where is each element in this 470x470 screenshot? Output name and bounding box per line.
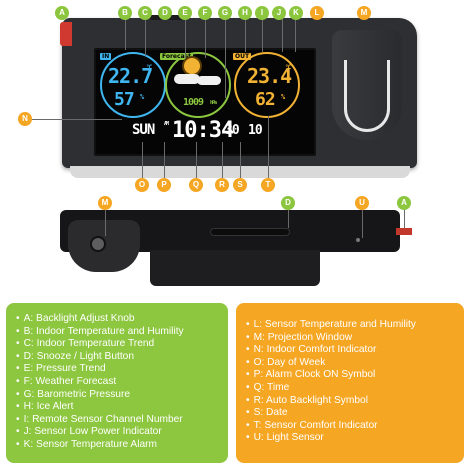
clock-seconds: 30 <box>225 123 240 138</box>
legend-item: R: Auto Backlight Symbol <box>246 395 454 408</box>
clock-time: 10:34 <box>172 118 234 143</box>
legend-item: Q: Time <box>246 382 454 395</box>
cloud-icon <box>197 76 221 85</box>
callout-line <box>145 18 146 56</box>
snooze-light-button-side[interactable] <box>210 228 290 236</box>
legend-item: E: Pressure Trend <box>16 363 218 376</box>
callout-a: A <box>55 6 69 20</box>
sensor-temperature: 23.4 <box>247 64 292 88</box>
callout-u: U <box>355 196 369 210</box>
callout-k: K <box>289 6 303 20</box>
legend-item: F: Weather Forecast <box>16 376 218 389</box>
callout-line <box>262 18 263 52</box>
indoor-tag: IN <box>100 53 112 60</box>
callout-g: G <box>218 6 232 20</box>
legend-item: C: Indoor Temperature Trend <box>16 338 218 351</box>
sun-icon <box>184 58 200 74</box>
callout-h: H <box>238 6 252 20</box>
pressure-unit: hPa <box>210 100 217 106</box>
legend-right: L: Sensor Temperature and Humility M: Pr… <box>236 303 464 463</box>
callout-d: D <box>158 6 172 20</box>
legend-item: I: Remote Sensor Channel Number <box>16 414 218 427</box>
callout-line <box>196 142 197 178</box>
callout-line <box>105 206 106 236</box>
callout-line <box>205 18 206 58</box>
callout-c: C <box>138 6 152 20</box>
light-sensor <box>356 238 360 242</box>
legend-item: J: Sensor Low Power Indicator <box>16 426 218 439</box>
callout-s: S <box>233 178 247 192</box>
indoor-temp-unit: °C <box>146 64 152 71</box>
callout-line <box>295 18 296 52</box>
callout-line <box>245 18 246 52</box>
callout-line <box>222 142 223 178</box>
callout-b: B <box>118 6 132 20</box>
callout-m: M <box>357 6 371 20</box>
legend-item: A: Backlight Adjust Knob <box>16 313 218 326</box>
projector-lens-icon <box>90 236 106 252</box>
cloud-icon <box>174 74 200 84</box>
callout-t: T <box>261 178 275 192</box>
legend-item: U: Light Sensor <box>246 432 454 445</box>
callout-line <box>362 206 363 238</box>
legend-item: M: Projection Window <box>246 332 454 345</box>
callout-j: J <box>272 6 286 20</box>
callout-line <box>164 142 165 178</box>
outdoor-ring <box>234 52 300 118</box>
sensor-humidity-unit: % <box>281 93 285 101</box>
legend-item: P: Alarm Clock ON Symbol <box>246 369 454 382</box>
legend-item: S: Date <box>246 407 454 420</box>
callout-n: N <box>18 112 32 126</box>
indoor-temperature: 22.7 <box>108 64 153 88</box>
callout-d-side: D <box>281 196 295 210</box>
sensor-humidity: 62 <box>255 89 276 110</box>
callout-line <box>225 18 226 98</box>
callout-a-side: A <box>397 196 411 210</box>
outdoor-tag: OUT <box>233 53 252 60</box>
sensor-temp-unit: °C <box>285 64 291 71</box>
legend-left: A: Backlight Adjust Knob B: Indoor Tempe… <box>6 303 228 463</box>
legend-item: B: Indoor Temperature and Humility <box>16 326 218 339</box>
callout-e: E <box>178 6 192 20</box>
clock-side-base <box>150 250 320 286</box>
callout-f: F <box>198 6 212 20</box>
callout-i: I <box>255 6 269 20</box>
forecast-tag: Forecast <box>160 53 194 60</box>
barometric-pressure: 1009 <box>183 97 204 108</box>
legend-item: D: Snooze / Light Button <box>16 351 218 364</box>
legend-item: T: Sensor Comfort Indicator <box>246 420 454 433</box>
callout-line <box>288 206 289 228</box>
callout-line <box>185 18 186 58</box>
callout-line <box>268 116 269 178</box>
legend-item: L: Sensor Temperature and Humility <box>246 319 454 332</box>
forecast-ring <box>165 52 231 118</box>
callout-line <box>142 142 143 178</box>
callout-q: Q <box>189 178 203 192</box>
calendar-date: 10 <box>248 123 263 138</box>
am-indicator: AM <box>164 121 169 127</box>
backlight-adjust-knob[interactable] <box>60 22 72 46</box>
callout-line <box>282 18 283 52</box>
callout-o: O <box>135 178 149 192</box>
callout-line <box>32 119 122 120</box>
legend-item: N: Indoor Comfort Indicator <box>246 344 454 357</box>
indoor-humidity-unit: % <box>140 93 144 101</box>
legend-item: G: Barometric Pressure <box>16 389 218 402</box>
callout-line <box>125 18 126 50</box>
callout-l: L <box>310 6 324 20</box>
indoor-humidity: 57 <box>114 89 135 110</box>
callout-r: R <box>215 178 229 192</box>
projection-lens-icon <box>344 60 390 132</box>
callout-m-side: M <box>98 196 112 210</box>
legend-item: H: Ice Alert <box>16 401 218 414</box>
legend-item: K: Sensor Temperature Alarm <box>16 439 218 452</box>
callout-line <box>240 142 241 178</box>
callout-line <box>404 206 405 228</box>
callout-p: P <box>157 178 171 192</box>
backlight-knob-side[interactable] <box>396 228 412 235</box>
day-of-week: SUN <box>132 122 155 138</box>
legend-item: O: Day of Week <box>246 357 454 370</box>
